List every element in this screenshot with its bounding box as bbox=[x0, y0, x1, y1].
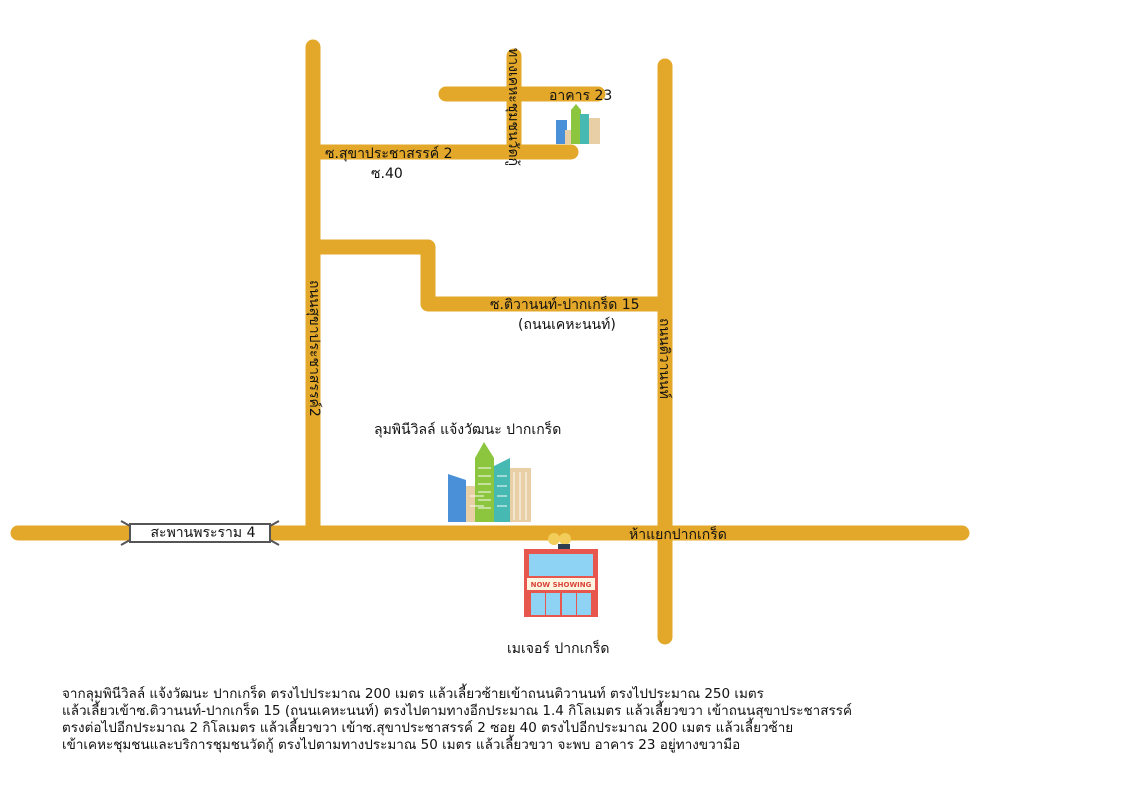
directions-line: ตรงต่อไปอีกประมาณ 2 กิโลเมตร แล้วเลี้ยวข… bbox=[62, 720, 794, 736]
label-road-sukha: ถนนสุขาประชาสรรค์2 bbox=[306, 280, 322, 417]
directions-line: เข้าเคหะชุมชนและบริการชุมชนวัดกู้ ตรงไปต… bbox=[62, 737, 741, 753]
building-23-icon bbox=[556, 104, 600, 144]
lumpini-building-icon bbox=[448, 442, 531, 522]
directions-text: จากลุมพินีวิลล์ แจ้งวัฒนะ ปากเกร็ด ตรงไป… bbox=[62, 686, 1062, 754]
cinema-sign-text: NOW SHOWING bbox=[531, 581, 592, 589]
label-bridge: สะพานพระราม 4 bbox=[150, 525, 256, 541]
directions-line: แล้วเลี้ยวเข้าซ.ติวานนท์-ปากเกร็ด 15 (ถน… bbox=[62, 703, 852, 719]
label-major: เมเจอร์ ปากเกร็ด bbox=[507, 641, 610, 657]
major-cinema-icon: NOW SHOWING bbox=[524, 533, 598, 617]
bridge-box bbox=[129, 523, 271, 543]
label-soi-sukha-2: ซ.สุขาประชาสรรค์ 2 bbox=[325, 146, 453, 162]
label-road-tiwanon: ถนนติวานนท์ bbox=[656, 318, 672, 399]
label-road-community: ทางเคหะชุมชนวัดกู้ bbox=[505, 48, 521, 167]
label-building-23: อาคาร 23 bbox=[549, 88, 613, 104]
directions-line: จากลุมพินีวิลล์ แจ้งวัฒนะ ปากเกร็ด ตรงไป… bbox=[62, 686, 764, 702]
label-soi-40: ซ.40 bbox=[371, 166, 403, 182]
label-tiwanon-15: ซ.ติวานนท์-ปากเกร็ด 15 bbox=[490, 297, 640, 313]
road-tiwanon-15 bbox=[305, 239, 673, 312]
bridge-rama-4 bbox=[120, 520, 280, 546]
label-khehanon: (ถนนเคหะนนท์) bbox=[518, 317, 616, 333]
label-lumpini: ลุมพินีวิลล์ แจ้งวัฒนะ ปากเกร็ด bbox=[374, 422, 562, 438]
road-network bbox=[10, 39, 970, 645]
label-intersection: ห้าแยกปากเกร็ด bbox=[629, 527, 727, 543]
